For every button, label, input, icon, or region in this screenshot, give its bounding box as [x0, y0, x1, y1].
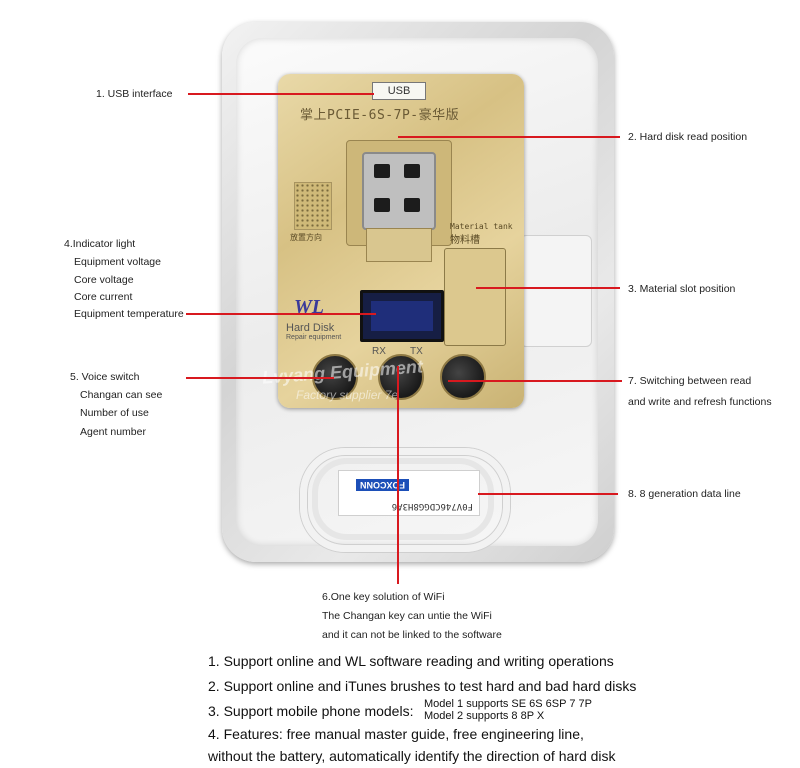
callout-indicator-title: 4.Indicator light: [64, 238, 136, 250]
wl-logo: WL: [294, 296, 324, 318]
watermark-subtext: Factory supplier 7e: [296, 388, 399, 402]
repair-equipment-text: Repair equipment: [286, 334, 342, 341]
material-slot: [444, 248, 506, 346]
rx-label: RX: [372, 346, 386, 357]
callout-voice-item: Number of use: [80, 407, 149, 419]
socket-latch: [366, 228, 432, 262]
data-cable: [300, 448, 510, 552]
feature-4-line2: without the battery, automatically ident…: [208, 748, 616, 764]
tx-label: TX: [410, 346, 423, 357]
hard-disk-title: Hard Disk: [286, 322, 335, 334]
wifi-key-button[interactable]: [378, 354, 424, 400]
socket-core: [362, 152, 436, 230]
callout-wifi-item: The Changan key can untie the WiFi: [322, 610, 492, 622]
callout-usb: 1. USB interface: [96, 88, 173, 100]
cable-code: F0V746CDGG8H3A6: [391, 501, 473, 511]
callout-line-hard-disk: [398, 136, 620, 138]
socket-contact: [374, 198, 390, 212]
callout-voice-title: 5. Voice switch: [70, 371, 140, 383]
callout-line-wifi: [397, 366, 399, 584]
feature-3-label: 3. Support mobile phone models:: [208, 703, 414, 719]
callout-voice-item: Changan can see: [80, 389, 163, 401]
callout-line-material: [476, 287, 620, 289]
callout-hard-disk: 2. Hard disk read position: [628, 131, 748, 143]
hard-disk-text: Hard Disk Repair equipment: [286, 322, 341, 341]
callout-indicator-item: Core current: [74, 291, 133, 303]
place-direction-text: 放置方向: [290, 233, 322, 242]
callout-indicator-item: Core voltage: [74, 274, 134, 286]
callout-switching-line2: and write and refresh functions: [628, 396, 772, 408]
callout-wifi-title: 6.One key solution of WiFi: [322, 591, 445, 603]
material-tank-label: Material tank 物料槽: [450, 222, 513, 246]
feature-3-model2: Model 2 supports 8 8P X: [424, 710, 545, 722]
feature-4-line1: 4. Features: free manual master guide, f…: [208, 726, 584, 742]
socket-contact: [404, 198, 420, 212]
material-tank-en: Material tank: [450, 222, 513, 231]
callout-voice-item: Agent number: [80, 426, 146, 438]
oled-display: [360, 290, 444, 342]
contact-pad: [294, 182, 332, 230]
board-title: 掌上PCIE-6S-7P-豪华版: [300, 108, 460, 123]
callout-line-switching: [448, 380, 622, 382]
callout-indicator-item: Equipment voltage: [74, 256, 161, 268]
data-cable-loop: [312, 458, 494, 540]
feature-2: 2. Support online and iTunes brushes to …: [208, 678, 637, 694]
usb-port-label: USB: [372, 82, 426, 100]
callout-switching-line1: 7. Switching between read: [628, 375, 752, 387]
feature-1: 1. Support online and WL software readin…: [208, 653, 614, 669]
cable-brand: FOXCONN: [356, 479, 409, 491]
feature-3-model1: Model 1 supports SE 6S 6SP 7 7P: [424, 698, 592, 710]
callout-line-data: [478, 493, 618, 495]
callout-indicator-item: Equipment temperature: [74, 308, 184, 320]
cable-tag: F0V746CDGG8H3A6 FOXCONN: [338, 470, 480, 516]
callout-line-voice: [186, 377, 334, 379]
material-tank-cn: 物料槽: [450, 235, 480, 246]
socket-contact: [374, 164, 390, 178]
callout-wifi-item: and it can not be linked to the software: [322, 629, 502, 641]
callout-material: 3. Material slot position: [628, 283, 736, 295]
mode-switch-button[interactable]: [440, 354, 486, 400]
callout-line-indicator: [186, 313, 376, 315]
callout-data-line: 8. 8 generation data line: [628, 488, 741, 500]
tray-notch: [520, 235, 592, 347]
socket-contact: [404, 164, 420, 178]
callout-line-usb: [188, 93, 374, 95]
